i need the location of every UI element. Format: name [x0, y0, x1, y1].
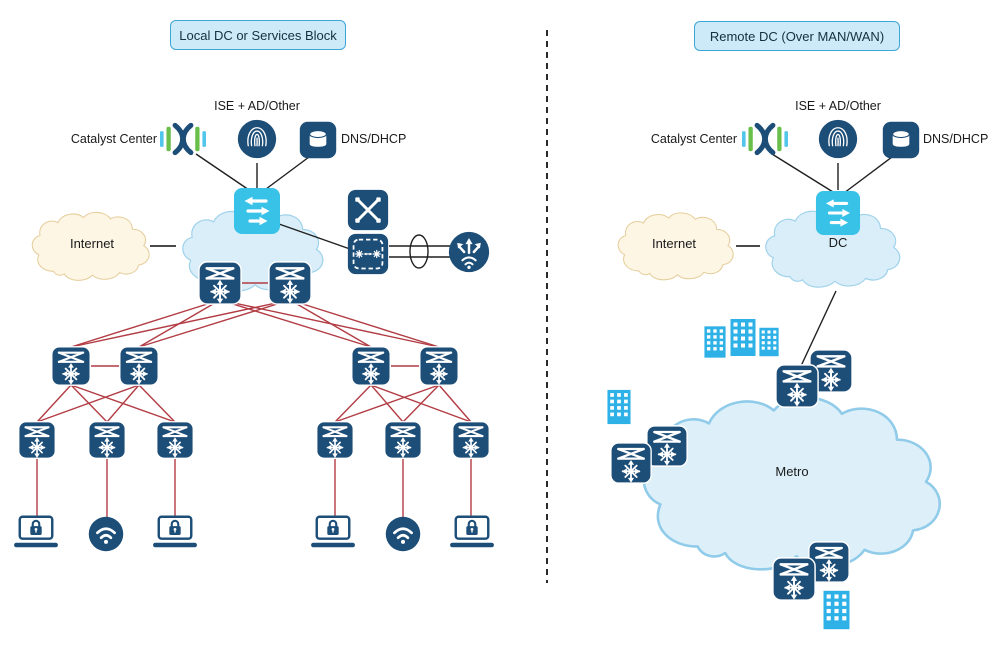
ise-label: ISE + AD/Other: [795, 99, 881, 113]
l3-switch-snowflake-icon: [198, 261, 242, 305]
service-links: [195, 153, 450, 258]
building-icon: [759, 326, 779, 358]
database-icon: [299, 121, 337, 159]
l3-switch-snowflake-icon: [316, 421, 354, 459]
laptop-lock-icon: [448, 515, 496, 549]
l3-switch-snowflake-icon: [610, 442, 652, 484]
wifi-circle-icon: [385, 516, 421, 552]
l2-switch-arrows-icon: [233, 187, 281, 235]
dns-dhcp-label: DNS/DHCP: [923, 132, 989, 146]
l3-switch-snowflake-icon: [772, 557, 816, 601]
ise-label: ISE + AD/Other: [214, 99, 300, 113]
l3-switch-snowflake-icon: [452, 421, 490, 459]
database-icon: [882, 121, 920, 159]
dns-dhcp-label: DNS/DHCP: [341, 132, 407, 146]
catalyst-center-label: Catalyst Center: [70, 132, 157, 146]
l2-switch-arrows-icon: [815, 190, 861, 236]
internet-cloud-label: Internet: [651, 236, 697, 251]
laptop-lock-icon: [309, 515, 357, 549]
crossed-cables-icon: [347, 189, 389, 231]
catalyst-center-label: Catalyst Center: [650, 132, 737, 146]
left-section-title: Local DC or Services Block: [170, 20, 346, 50]
dna-helix-icon: [160, 125, 206, 152]
laptop-lock-icon: [151, 515, 199, 549]
internet-cloud-label: Internet: [69, 236, 115, 251]
left-section: [12, 119, 496, 552]
wlc-arrows-wifi-icon: [448, 231, 490, 273]
l3-switch-snowflake-icon: [646, 425, 688, 467]
l3-switch-snowflake-icon: [384, 421, 422, 459]
l3-switch-snowflake-icon: [156, 421, 194, 459]
l3-switch-snowflake-icon: [88, 421, 126, 459]
right-section-title: Remote DC (Over MAN/WAN): [694, 21, 900, 51]
laptop-lock-icon: [12, 515, 60, 549]
building-icon: [607, 389, 631, 425]
redundant-links: [36, 282, 472, 517]
fingerprint-icon: [818, 119, 858, 159]
l3-switch-snowflake-icon: [775, 364, 819, 408]
l3-switch-snowflake-icon: [351, 346, 391, 386]
l3-switch-snowflake-icon: [268, 261, 312, 305]
l3-switch-snowflake-icon: [419, 346, 459, 386]
l3-switch-snowflake-icon: [51, 346, 91, 386]
service-links: [771, 153, 893, 367]
wifi-circle-icon: [88, 516, 124, 552]
l3-switch-snowflake-icon: [119, 346, 159, 386]
l3-switch-snowflake-icon: [18, 421, 56, 459]
dna-helix-icon: [742, 125, 788, 152]
building-icon: [704, 325, 726, 359]
building-icon: [823, 590, 850, 630]
metro-cloud-label: Metro: [775, 464, 809, 479]
link-oval-icon: [409, 234, 429, 269]
building-icon: [730, 317, 756, 358]
metro-cloud: [642, 395, 942, 571]
right-section: [607, 119, 942, 630]
fingerprint-icon: [237, 119, 277, 159]
dashed-vpc-icon: [347, 233, 389, 275]
dc-cloud-label: DC: [828, 235, 848, 250]
